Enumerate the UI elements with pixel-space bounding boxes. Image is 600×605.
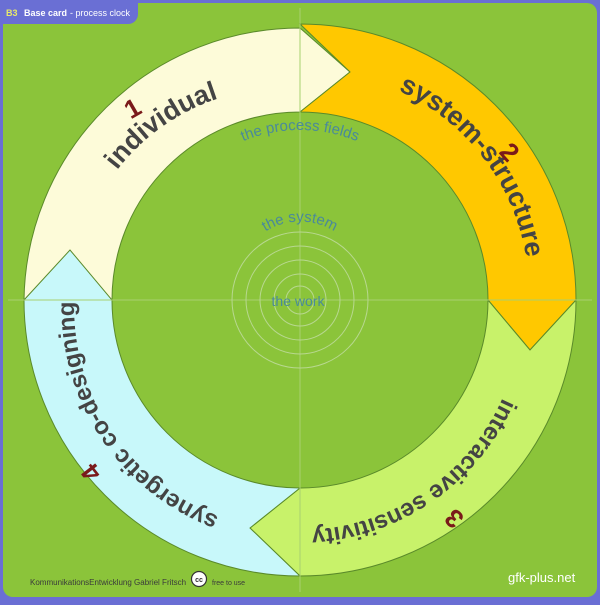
work-label: the work bbox=[272, 293, 326, 309]
creative-commons-icon: cc bbox=[190, 570, 208, 588]
license-text: free to use bbox=[212, 580, 246, 587]
site-url[interactable]: gfk-plus.net bbox=[508, 570, 576, 585]
field-synergetic-co-designing-segment bbox=[23, 249, 302, 577]
field-system-structure-segment bbox=[298, 23, 577, 351]
card-subtitle: - process clock bbox=[70, 8, 131, 18]
card-header-tab: B3 Base card - process clock bbox=[0, 0, 138, 24]
card-code: B3 bbox=[6, 8, 18, 18]
footer-credit: KommunikationsEntwicklung Gabriel Fritsc… bbox=[30, 578, 187, 587]
center-target-rings bbox=[231, 231, 369, 369]
field-individual-segment bbox=[23, 27, 351, 301]
field-interactive-sensitivity-segment bbox=[249, 298, 577, 577]
card-title: Base card bbox=[24, 8, 68, 18]
svg-text:cc: cc bbox=[195, 577, 203, 584]
